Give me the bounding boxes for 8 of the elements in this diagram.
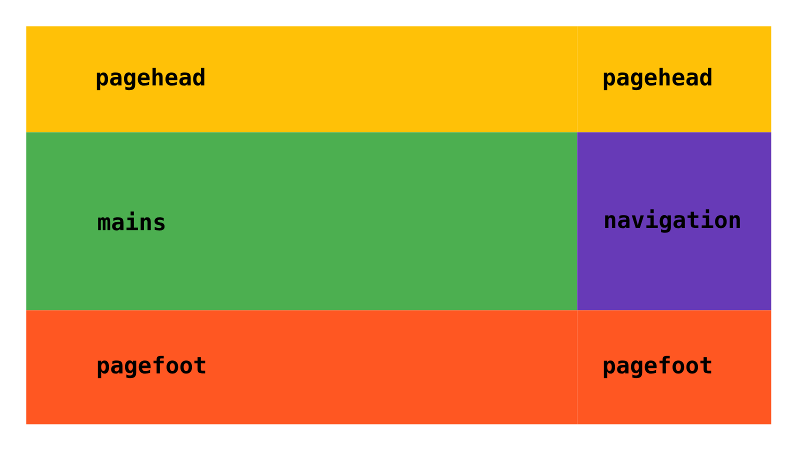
- main-area: mains: [26, 132, 578, 310]
- header-cell: pagehead: [577, 26, 772, 132]
- node-label: pagefoot: [98, 356, 206, 378]
- navigation-panel: navigation: [577, 132, 772, 310]
- footer-cell: pagefoot: [577, 310, 772, 424]
- node-label: pagefoot: [604, 356, 712, 378]
- node-label: pagehead: [604, 68, 712, 90]
- node-label: pagehead: [96, 68, 204, 90]
